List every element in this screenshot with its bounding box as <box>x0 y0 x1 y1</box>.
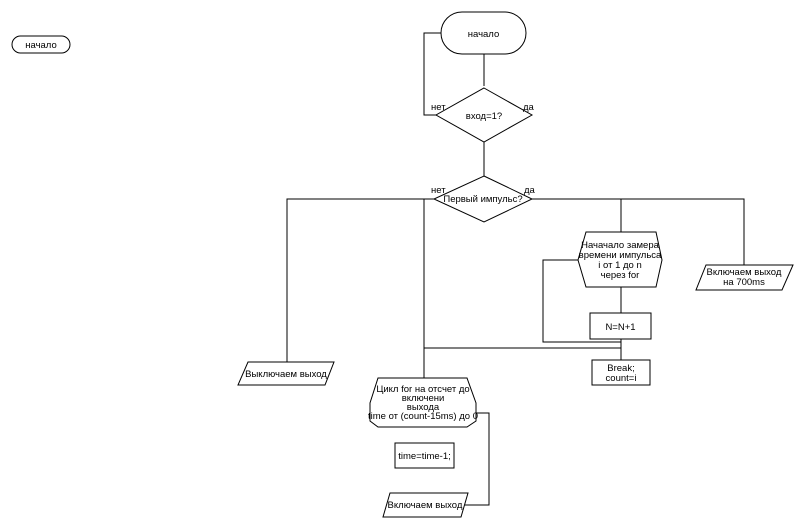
connector-no-loop <box>423 32 441 116</box>
output-700-line-1: Включаем выход <box>707 267 782 278</box>
prep-measure-line-3: i от 1 до n <box>598 260 642 271</box>
output-on-bottom-label: Включаем выход <box>388 500 463 511</box>
connector-first-yes <box>532 198 745 265</box>
prep-measure-line-1: Начачало замера <box>581 240 660 251</box>
decision-first-yes: да <box>524 185 536 196</box>
decision-first-pulse: Первый импульс? нет да <box>431 175 536 223</box>
prep-measure-line-4: через for <box>601 270 640 281</box>
prep-countdown-line-3: выхода <box>407 402 440 413</box>
process-increment: N=N+1 <box>589 312 652 340</box>
legend-terminator: начало <box>11 35 71 54</box>
connector-countdown-exit <box>461 412 490 506</box>
decision-input-label: вход=1? <box>466 111 502 122</box>
prep-countdown-line-4: time от (count-15ms) до 0 <box>368 411 478 422</box>
legend-terminator-label: начало <box>25 40 57 51</box>
decision-input-no: нет <box>431 102 446 113</box>
prep-measure: Начачало замера времени импульса i от 1 … <box>577 231 663 288</box>
output-off-label: Выключаем выход <box>245 369 327 380</box>
connector-first-no-left <box>286 198 434 362</box>
decision-input-yes: да <box>523 102 535 113</box>
process-increment-label: N=N+1 <box>605 322 635 333</box>
decision-first-label: Первый импульс? <box>443 194 522 205</box>
output-700-line-2: на 700ms <box>723 277 765 288</box>
start-label: начало <box>468 29 500 40</box>
start-terminator: начало <box>440 11 527 55</box>
output-on-bottom: Включаем выход <box>382 492 469 518</box>
prep-countdown: Цикл for на отсчет до включени выхода ti… <box>368 377 478 428</box>
process-break: Break; count=i <box>591 359 651 386</box>
process-break-line-2: count=i <box>606 373 637 384</box>
process-decrement-label: time=time-1; <box>398 451 451 462</box>
prep-measure-line-2: времени импульса <box>579 250 662 261</box>
decision-first-no: нет <box>431 185 446 196</box>
output-on-700ms: Включаем выход на 700ms <box>695 264 794 291</box>
prep-countdown-line-1: Цикл for на отсчет до <box>376 384 469 395</box>
output-off: Выключаем выход <box>237 361 335 386</box>
process-break-line-1: Break; <box>607 363 634 374</box>
process-decrement: time=time-1; <box>394 442 455 469</box>
decision-input: вход=1? нет да <box>431 87 535 143</box>
connectors <box>286 32 745 506</box>
prep-countdown-line-2: включени <box>402 393 445 404</box>
connector-loop-back <box>542 259 622 343</box>
